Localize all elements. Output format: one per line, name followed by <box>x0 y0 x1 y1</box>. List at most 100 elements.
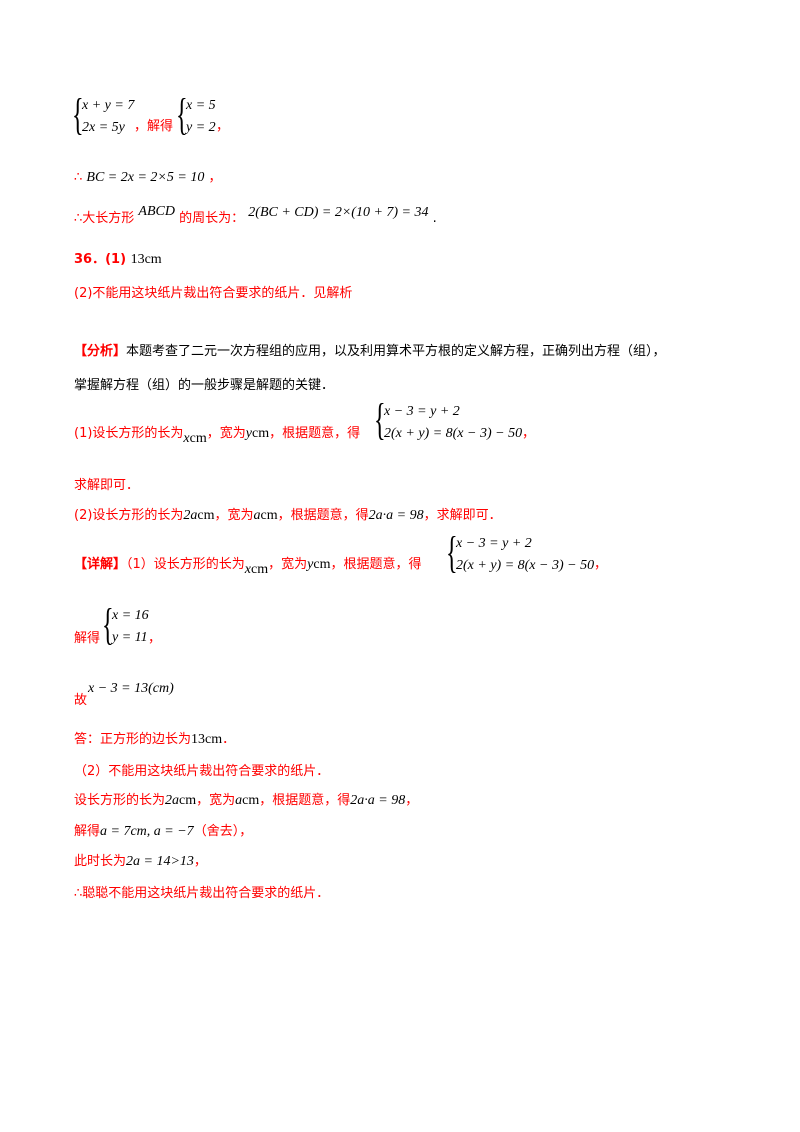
math-expression: a = 7cm, a = −7 <box>100 824 194 839</box>
text: ，根据题意，得 <box>269 426 361 441</box>
text: ，宽为 <box>268 557 308 572</box>
math-expression: BC = 2x = 2×5 = 10 <box>86 170 205 185</box>
answer-value: 13cm <box>130 252 162 267</box>
text: ，求解即可． <box>423 508 502 523</box>
math-var: x <box>244 562 252 577</box>
unit: cm <box>189 431 207 446</box>
equation-system: x − 3 = y + 2 2(x + y) = 8(x − 3) − 50 <box>384 401 522 445</box>
left-brace: { <box>102 600 114 649</box>
question-36-part1: 36．(1) 13cm <box>74 251 162 269</box>
punct: ， <box>148 631 162 646</box>
equation: 2(x + y) = 8(x − 3) − 50 <box>456 558 595 573</box>
unit: cm <box>313 557 331 572</box>
question-36-part2: (2)不能用这块纸片裁出符合要求的纸片．见解析 <box>74 286 353 301</box>
unit: cm <box>251 562 269 577</box>
detail-part1: 【详解】（1）设长方形的长为xcm，宽为ycm，根据题意，得 <box>74 556 422 577</box>
text: 解得 <box>74 824 101 839</box>
bc-line: ∴ BC = 2x = 2×5 = 10 ， <box>74 169 221 187</box>
so-expression: x − 3 = 13(cm) <box>88 680 174 698</box>
solution-system: x = 16 y = 11 <box>112 605 149 649</box>
length-line: 此时长为2a = 14>13， <box>74 853 207 871</box>
equation: 2x = 5y <box>82 120 125 135</box>
text: ，宽为 <box>214 508 254 523</box>
math-expression: x − 3 = 13(cm) <box>88 681 174 696</box>
equation: x − 3 = y + 2 <box>384 404 460 419</box>
punct: ， <box>522 426 536 441</box>
text: (2)设长方形的长为 <box>74 508 184 523</box>
text: 答：正方形的边长为 <box>74 732 192 747</box>
analysis-part2: (2)设长方形的长为2acm，宽为acm，根据题意，得2a·a = 98，求解即… <box>74 507 502 525</box>
question-number: 36．(1) <box>74 252 127 267</box>
equation: y = 2 <box>186 120 216 135</box>
conclusion-line: ∴聪聪不能用这块纸片裁出符合要求的纸片． <box>74 886 330 901</box>
left-brace: { <box>446 528 458 577</box>
therefore-sign: ∴ <box>74 170 83 185</box>
text: ，根据题意，得 <box>259 793 351 808</box>
punct: ， <box>193 854 207 869</box>
analysis-line1: 【分析】本题考查了二元一次方程组的应用，以及利用算术平方根的定义解方程，正确列出… <box>74 343 666 361</box>
solve2-line: 解得a = 7cm, a = −7（舍去）， <box>74 823 252 841</box>
unit: cm <box>242 793 260 808</box>
unit: cm <box>251 426 270 441</box>
analysis-line2: 掌握解方程（组）的一般步骤是解题的关键． <box>74 378 335 393</box>
analysis-part1-tail: 求解即可． <box>74 478 140 493</box>
equation: y = 11 <box>112 630 148 645</box>
text: ，根据题意，得 <box>277 508 369 523</box>
equation: x = 16 <box>112 608 149 623</box>
punct: ， <box>594 557 608 572</box>
math-expression: 2a <box>165 793 180 808</box>
detail-part2: 设长方形的长为2acm，宽为acm，根据题意，得2a·a = 98， <box>74 792 418 810</box>
text: （舍去） <box>193 824 240 839</box>
perimeter-line: ∴大长方形 ABCD 的周长为： 2(BC + CD) = 2×(10 + 7)… <box>74 204 437 228</box>
left-brace: { <box>374 395 386 444</box>
punct: ， <box>405 793 419 808</box>
text: 本题考查了二元一次方程组的应用，以及利用算术平方根的定义解方程，正确列出方程（组… <box>126 344 666 359</box>
text: 的周长为： <box>179 211 245 226</box>
math-var: a <box>235 793 243 808</box>
text: ∴大长方形 <box>74 211 135 226</box>
punct: ， <box>239 824 253 839</box>
text: ，根据题意，得 <box>330 557 422 572</box>
answer-value: 13cm <box>191 732 223 747</box>
solve-label: 解得 <box>74 631 101 646</box>
so-label: 故 <box>74 693 88 708</box>
detail-tag: 【详解】 <box>74 557 127 572</box>
math-expression: 2a·a = 98 <box>368 508 424 523</box>
punct: ． <box>222 732 236 747</box>
answer-line: 答：正方形的边长为13cm． <box>74 731 235 749</box>
equation: x − 3 = y + 2 <box>456 536 532 551</box>
math-expression: ABCD <box>138 204 175 219</box>
math-var: a <box>253 508 261 523</box>
math-expression: 2a = 14>13 <box>126 854 194 869</box>
text: ，宽为 <box>196 793 236 808</box>
text-solve: ，解得 <box>134 119 174 134</box>
math-expression: 2(BC + CD) = 2×(10 + 7) = 34 <box>248 205 429 220</box>
left-brace: { <box>176 90 188 139</box>
analysis-tag: 【分析】 <box>74 344 127 359</box>
solution-system: x = 5 y = 2 <box>186 95 216 139</box>
unit: cm <box>179 793 197 808</box>
text: (1)设长方形的长为 <box>74 426 184 441</box>
detail-part2-head: （2）不能用这块纸片裁出符合要求的纸片． <box>74 764 330 779</box>
text: ，宽为 <box>206 426 246 441</box>
math-expression: 2a·a = 98 <box>350 793 406 808</box>
analysis-part1: (1)设长方形的长为xcm，宽为ycm，根据题意，得 <box>74 425 361 446</box>
equation-system: x + y = 7 2x = 5y <box>82 95 134 139</box>
text: 设长方形的长为 <box>74 793 166 808</box>
math-var: x <box>183 431 190 446</box>
punct: . <box>432 211 437 226</box>
unit: cm <box>260 508 278 523</box>
math-var: y <box>245 426 252 441</box>
punct: ， <box>216 119 230 134</box>
text: 此时长为 <box>74 854 127 869</box>
equation: x = 5 <box>186 98 216 113</box>
math-expression: 2a <box>183 508 198 523</box>
punct: ， <box>208 170 222 185</box>
equation: x + y = 7 <box>82 98 135 113</box>
math-var: y <box>307 557 314 572</box>
left-brace: { <box>72 90 84 139</box>
equation-system: x − 3 = y + 2 2(x + y) = 8(x − 3) − 50 <box>456 533 594 577</box>
unit: cm <box>197 508 215 523</box>
text: （1）设长方形的长为 <box>126 557 245 572</box>
